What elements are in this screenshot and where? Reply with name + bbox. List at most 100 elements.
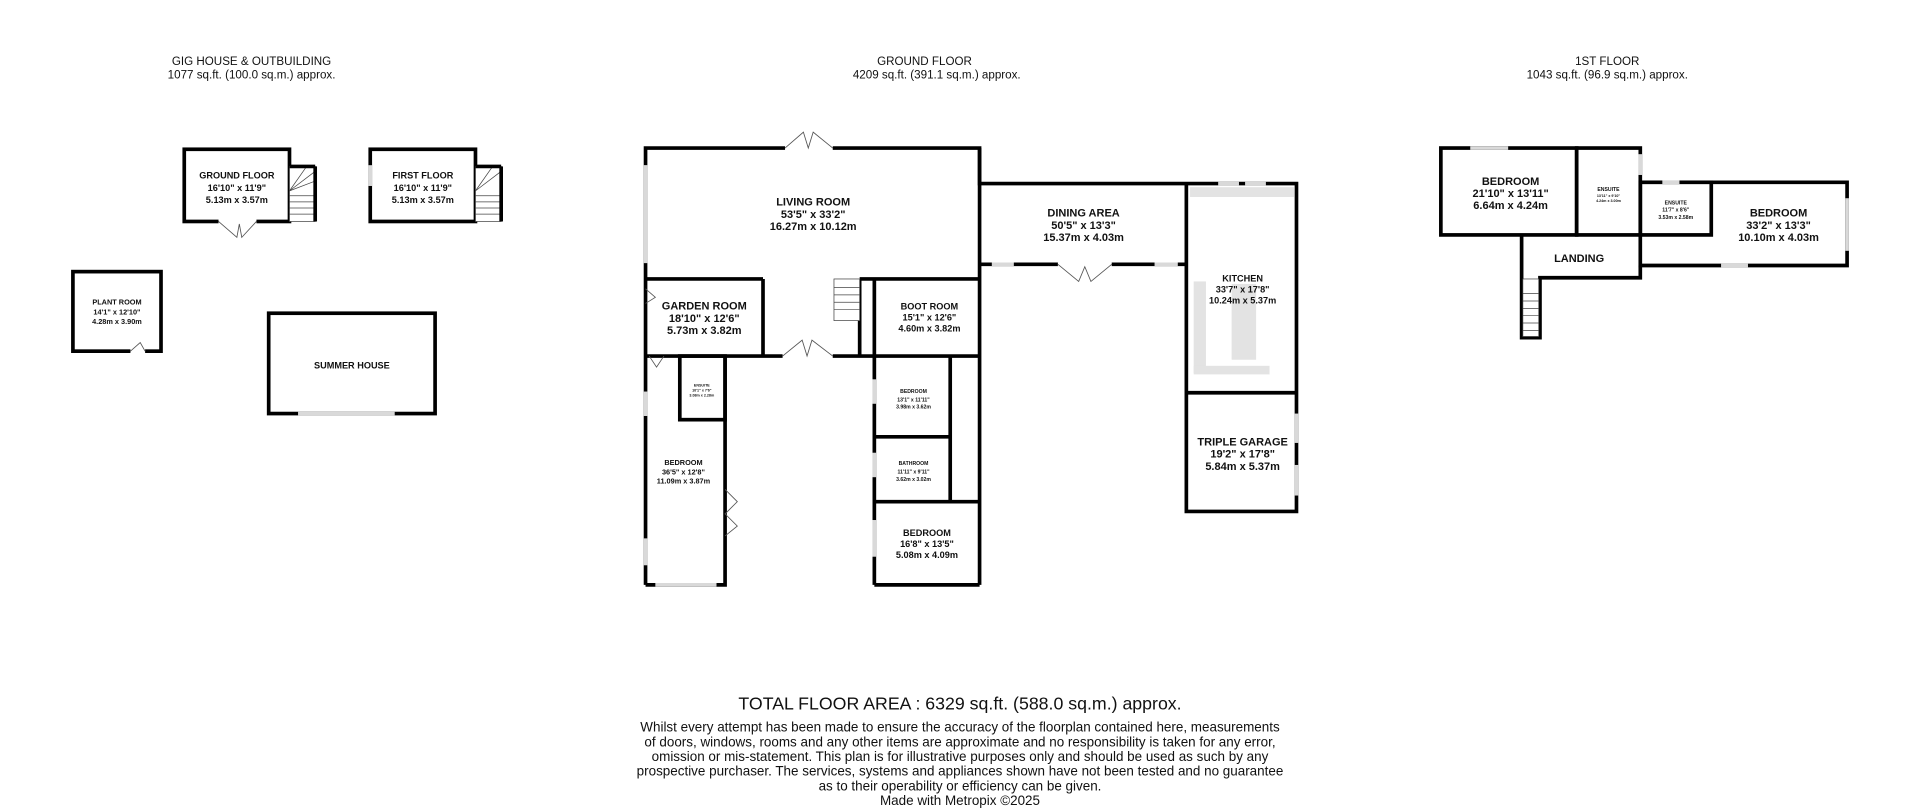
double-door-icon — [782, 339, 834, 358]
room-size-metric: 6.64m x 4.24m — [1473, 200, 1548, 212]
room-size-imperial: 33'2" x 13'3" — [1746, 220, 1811, 232]
room-name: BOOT ROOM — [901, 302, 959, 312]
room-name: BATHROOM — [899, 461, 929, 467]
room-size-imperial: 36'5" x 12'8" — [662, 468, 705, 477]
double-door-icon — [784, 131, 834, 150]
room-size-imperial: 15'1" x 12'6" — [903, 313, 957, 323]
boot-room: BOOT ROOM 15'1" x 12'6" 4.60m x 3.82m — [898, 302, 960, 334]
room-size-imperial: 16'10" x 11'9" — [394, 183, 452, 193]
first-floor-heading: 1ST FLOOR 1043 sq.ft. (96.9 sq.m.) appro… — [1527, 55, 1688, 81]
room-size-imperial: 14'1" x 12'10" — [93, 307, 140, 316]
room-size-imperial: 16'8" x 13'5" — [900, 539, 954, 549]
room-name: BEDROOM — [1482, 176, 1539, 188]
room-name: GROUND FLOOR — [199, 171, 275, 181]
ground-floor-heading: GROUND FLOOR 4209 sq.ft. (391.1 sq.m.) a… — [853, 55, 1021, 81]
room-size-imperial: 13'1" x 11'11" — [897, 397, 930, 403]
room-name: FIRST FLOOR — [392, 171, 453, 181]
room-size-metric: 3.53m x 2.58m — [1658, 215, 1693, 221]
disclaimer-line: prospective purchaser. The services, sys… — [637, 764, 1284, 779]
footer: TOTAL FLOOR AREA : 6329 sq.ft. (588.0 sq… — [637, 694, 1284, 808]
bedroom-small: BEDROOM 13'1" x 11'11" 3.98m x 3.62m — [896, 389, 931, 411]
room-name: LANDING — [1554, 253, 1604, 265]
bedroom-2: BEDROOM 33'2" x 13'3" 10.10m x 4.03m — [1738, 208, 1819, 244]
room-name: ENSUITE — [1597, 187, 1620, 193]
room-name: BEDROOM — [903, 528, 951, 538]
double-door-icon — [1057, 263, 1112, 283]
room-name: BEDROOM — [664, 458, 702, 467]
first-floor-plan: BEDROOM 21'10" x 13'11" 6.64m x 4.24m EN… — [1439, 146, 1849, 340]
ensuite-1: ENSUITE 13'11" x 9'10" 4.24m x 3.00m — [1596, 187, 1622, 203]
gig-ground-floor: GROUND FLOOR 16'10" x 11'9" 5.13m x 3.57… — [182, 147, 318, 239]
room-size-imperial: 10'1" x 7'6" — [692, 389, 712, 393]
room-size-metric: 5.13m x 3.57m — [392, 195, 454, 205]
room-size-metric: 10.24m x 5.37m — [1209, 295, 1276, 305]
room-size-imperial: 21'10" x 13'11" — [1472, 188, 1548, 200]
credit: Made with Metropix ©2025 — [880, 793, 1040, 808]
room-name: BEDROOM — [1750, 208, 1807, 220]
room-size-metric: 3.98m x 3.62m — [896, 405, 931, 411]
staircase — [833, 278, 861, 321]
staircase — [1522, 278, 1540, 337]
room-name: ENSUITE — [1665, 200, 1688, 206]
bathroom: BATHROOM 11'11" x 9'11" 3.62m x 3.02m — [896, 461, 931, 483]
ensuite-2: ENSUITE 11'7" x 8'6" 3.53m x 2.58m — [1658, 200, 1693, 221]
room-name: TRIPLE GARAGE — [1197, 436, 1287, 448]
total-floor-area: TOTAL FLOOR AREA : 6329 sq.ft. (588.0 sq… — [738, 694, 1181, 714]
disclaimer-line: omission or mis-statement. This plan is … — [652, 749, 1269, 764]
room-size-metric: 5.73m x 3.82m — [667, 325, 742, 337]
room-size-metric: 11.09m x 3.87m — [657, 476, 711, 485]
section-title: GROUND FLOOR — [877, 55, 972, 68]
room-size-imperial: 13'11" x 9'10" — [1597, 194, 1621, 198]
kitchen-counter — [1190, 187, 1295, 197]
summer-house: SUMMER HOUSE — [266, 311, 437, 416]
garden-room: GARDEN ROOM 18'10" x 12'6" 5.73m x 3.82m — [662, 301, 747, 337]
room-size-metric: 4.28m x 3.90m — [92, 317, 142, 326]
living-room: LIVING ROOM 53'5" x 33'2" 16.27m x 10.12… — [770, 197, 857, 233]
room-size-imperial: 11'11" x 9'11" — [897, 470, 930, 476]
room-name: ENSUITE — [694, 384, 710, 388]
room-size-metric: 3.62m x 3.02m — [896, 477, 931, 483]
room-size-imperial: 50'5" x 13'3" — [1051, 220, 1116, 232]
section-area: 1043 sq.ft. (96.9 sq.m.) approx. — [1527, 68, 1688, 81]
door-icon — [645, 288, 657, 304]
room-size-metric: 5.08m x 4.09m — [896, 550, 958, 560]
room-size-metric: 16.27m x 10.12m — [770, 221, 857, 233]
room-size-metric: 10.10m x 4.03m — [1738, 232, 1819, 244]
room-size-metric: 4.60m x 3.82m — [898, 324, 960, 334]
room-name: SUMMER HOUSE — [314, 360, 390, 370]
kitchen: KITCHEN 33'7" x 17'8" 10.24m x 5.37m — [1209, 273, 1276, 305]
section-area: 4209 sq.ft. (391.1 sq.m.) approx. — [853, 68, 1021, 81]
bedroom-bottom: BEDROOM 16'8" x 13'5" 5.08m x 4.09m — [896, 528, 958, 560]
room-name: GARDEN ROOM — [662, 301, 747, 313]
dining-area: DINING AREA 50'5" x 13'3" 15.37m x 4.03m — [1043, 208, 1124, 244]
room-size-imperial: 18'10" x 12'6" — [669, 313, 740, 325]
room-size-imperial: 19'2" x 17'8" — [1210, 449, 1275, 461]
door-icon — [648, 355, 665, 368]
disclaimer-line: Whilst every attempt has been made to en… — [640, 720, 1280, 735]
disclaimer-line: as to their operability or efficiency ca… — [819, 778, 1102, 793]
room-size-metric: 5.13m x 3.57m — [206, 195, 268, 205]
plant-room: PLANT ROOM 14'1" x 12'10" 4.28m x 3.90m — [71, 269, 163, 354]
ensuite: ENSUITE 10'1" x 7'6" 3.08m x 2.28m — [689, 384, 715, 398]
disclaimer-line: of doors, windows, rooms and any other i… — [644, 734, 1275, 749]
double-door-icon — [218, 221, 257, 239]
room-size-imperial: 33'7" x 17'8" — [1216, 284, 1270, 294]
triple-garage: TRIPLE GARAGE 19'2" x 17'8" 5.84m x 5.37… — [1197, 436, 1287, 472]
room-name: LIVING ROOM — [776, 197, 850, 209]
gig-first-floor: FIRST FLOOR 16'10" x 11'9" 5.13m x 3.57m — [368, 147, 503, 224]
room-size-imperial: 16'10" x 11'9" — [208, 183, 266, 193]
room-size-metric: 5.84m x 5.37m — [1205, 461, 1280, 473]
room-size-imperial: 53'5" x 33'2" — [781, 209, 846, 221]
landing: LANDING — [1554, 253, 1604, 265]
section-title: 1ST FLOOR — [1575, 55, 1639, 68]
gig-house-heading: GIG HOUSE & OUTBUILDING 1077 sq.ft. (100… — [168, 55, 336, 81]
room-name: DINING AREA — [1047, 208, 1119, 220]
bedroom-left: BEDROOM 36'5" x 12'8" 11.09m x 3.87m — [657, 458, 711, 485]
room-size-imperial: 11'7" x 8'6" — [1662, 208, 1690, 214]
ground-floor-plan: LIVING ROOM 53'5" x 33'2" 16.27m x 10.12… — [643, 131, 1299, 587]
room-name: KITCHEN — [1222, 273, 1263, 283]
room-size-metric: 15.37m x 4.03m — [1043, 232, 1124, 244]
room-size-metric: 4.24m x 3.00m — [1596, 199, 1622, 203]
room-size-metric: 3.08m x 2.28m — [689, 393, 715, 397]
